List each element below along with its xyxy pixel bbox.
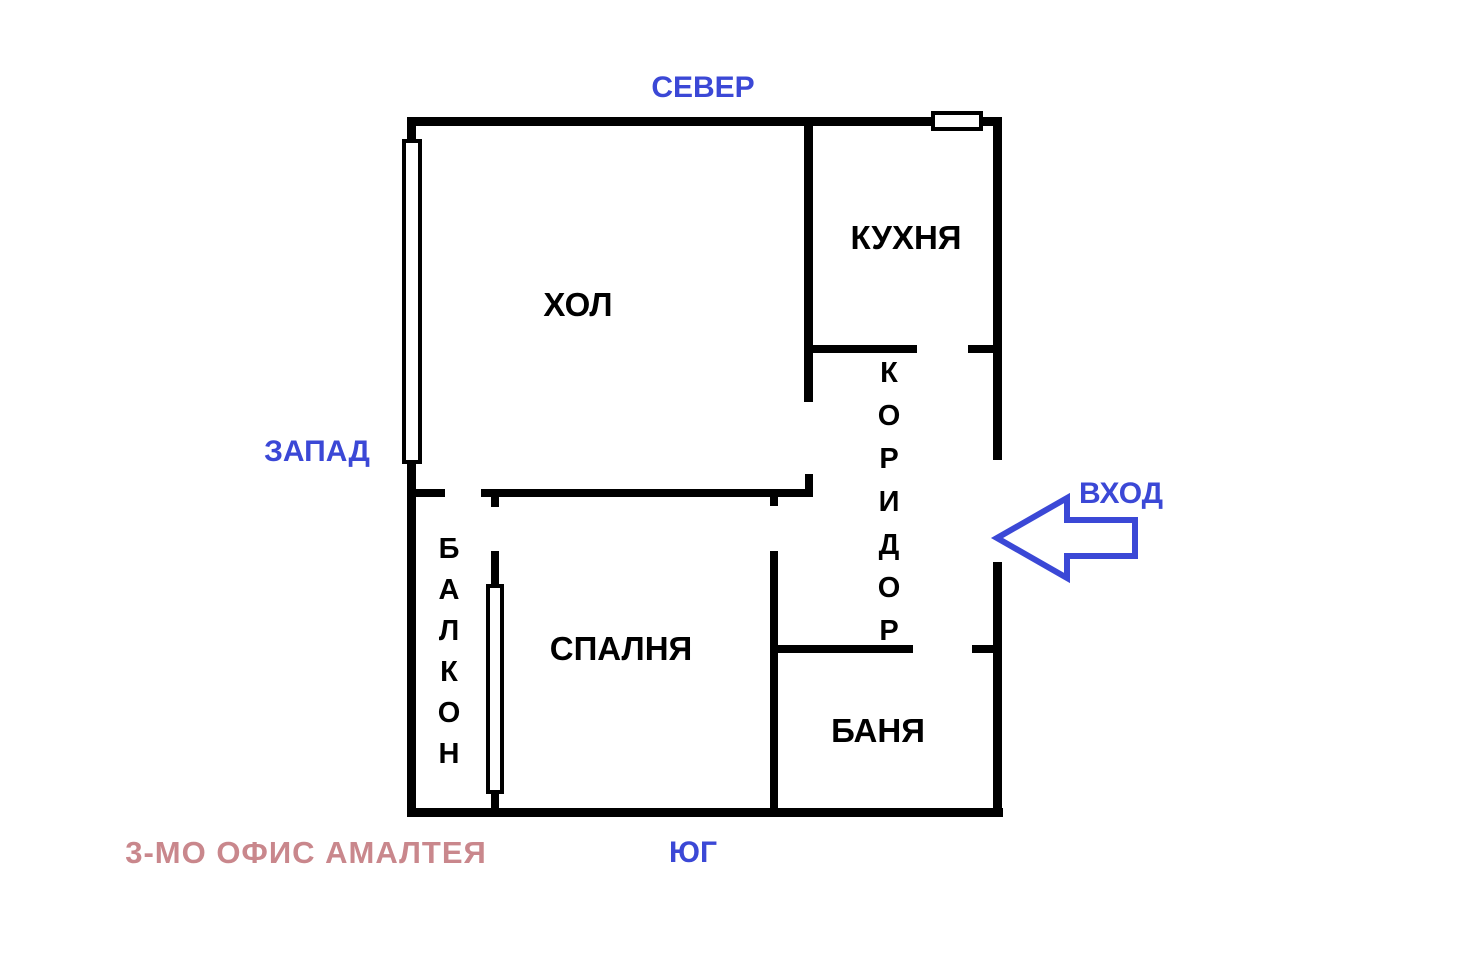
- wall-kitchen-left: [804, 117, 813, 402]
- wall-kitchen-bottom-stub: [968, 345, 1002, 353]
- wall-left: [407, 117, 416, 817]
- window-top-icon: [931, 111, 983, 131]
- wall-top: [407, 117, 1002, 126]
- wall-right-lower: [993, 562, 1002, 817]
- compass-south-label: ЮГ: [669, 836, 717, 869]
- wall-bathroom-top: [770, 645, 913, 653]
- compass-north-label: СЕВЕР: [651, 71, 755, 104]
- room-label-bathroom: БАНЯ: [831, 712, 925, 749]
- entrance-label: ВХОД: [1078, 477, 1164, 510]
- wall-bedroom-stub: [770, 489, 778, 506]
- window-left-icon: [402, 139, 422, 464]
- compass-west-label: ЗАПАД: [264, 435, 370, 468]
- window-bedroom-icon: [486, 584, 504, 794]
- entrance-arrow-icon: [990, 492, 1138, 584]
- wall-right-upper: [993, 117, 1002, 460]
- wall-hall-bottom: [481, 489, 813, 497]
- wall-bottom: [407, 808, 1003, 817]
- wall-balcony-stub: [491, 489, 499, 507]
- wall-hall-bottom-tick: [805, 474, 813, 492]
- room-label-kitchen: КУХНЯ: [850, 219, 962, 256]
- room-label-bedroom: СПАЛНЯ: [549, 630, 693, 667]
- wall-balcony-top: [407, 489, 445, 497]
- wall-kitchen-bottom: [804, 345, 917, 353]
- wall-bathroom-top-stub: [972, 645, 1002, 653]
- room-label-hall: ХОЛ: [543, 286, 613, 323]
- wall-bedroom-main: [770, 551, 778, 817]
- caption-office-label: 3-МО ОФИС АМАЛТЕЯ: [125, 835, 487, 870]
